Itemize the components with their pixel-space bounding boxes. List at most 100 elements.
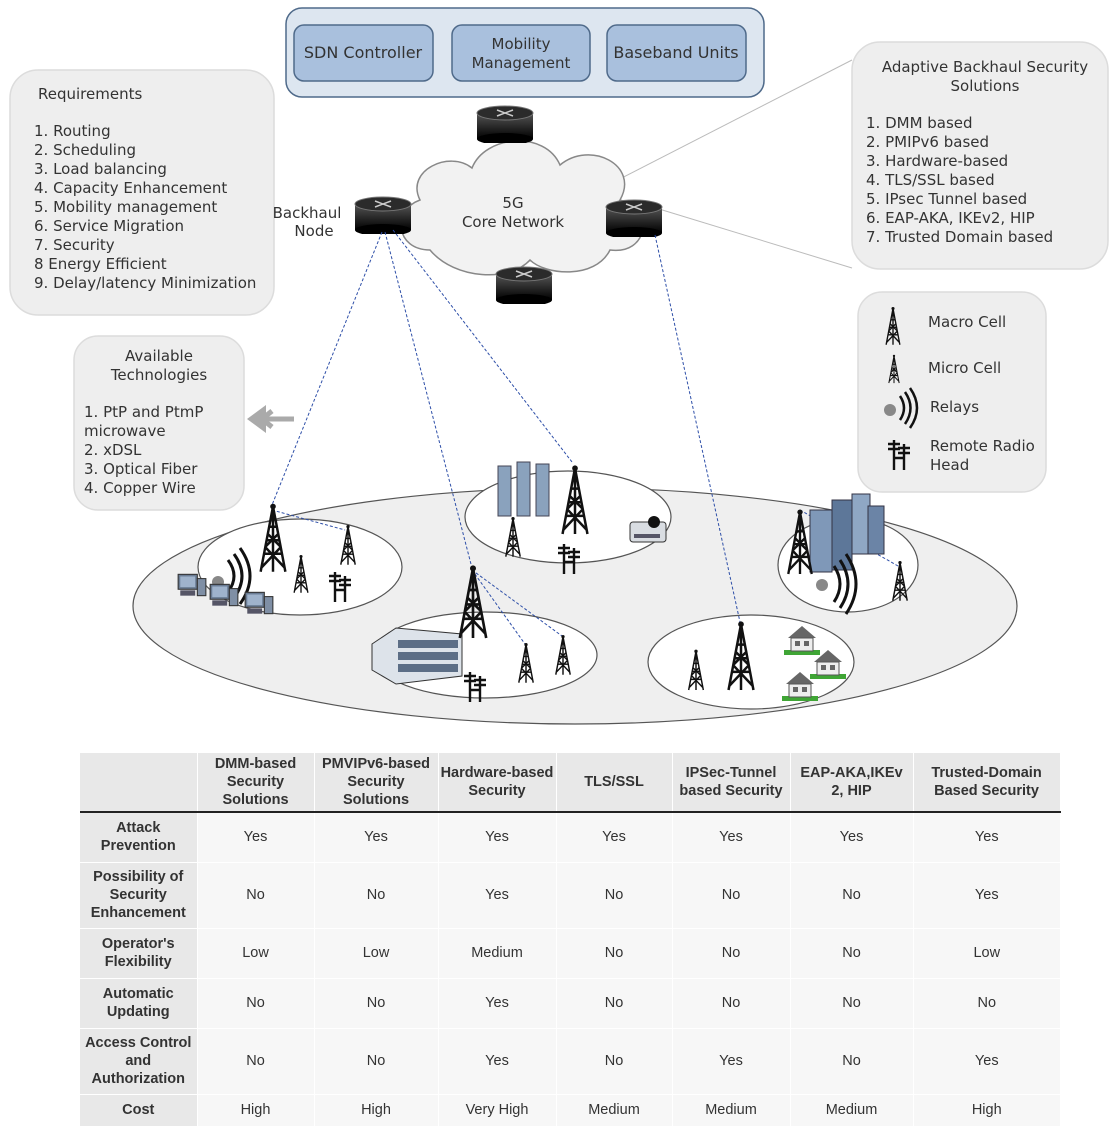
requirement-item: 1. Routing <box>34 122 111 140</box>
legend-relays-label: Relays <box>930 398 979 416</box>
legend-micro-label: Micro Cell <box>928 359 1001 377</box>
mobility-line1: Mobility <box>492 35 551 53</box>
legend-rrh-line2: Head <box>930 456 969 474</box>
technology-item: microwave <box>84 422 166 440</box>
arrow-left-icon <box>260 409 294 429</box>
security-solution-item: 1. DMM based <box>866 114 973 132</box>
core-network-cloud <box>400 140 644 276</box>
mobility-management-box <box>451 24 591 82</box>
table-cell: No <box>555 862 672 928</box>
core-line1: 5G <box>502 194 523 212</box>
city-buildings-icon <box>809 493 885 573</box>
table-cell: Medium <box>789 1094 913 1126</box>
sdn-controller-box <box>293 24 434 82</box>
table-cell: Very High <box>437 1094 556 1126</box>
requirement-item: 2. Scheduling <box>34 141 136 159</box>
security-solution-item: 6. EAP-AKA, IKEv2, HIP <box>866 209 1035 227</box>
table-cell: Yes <box>912 862 1060 928</box>
cell-area <box>197 518 403 616</box>
table-cell: No <box>671 928 790 978</box>
technology-item: 1. PtP and PtmP <box>84 403 203 421</box>
table-column-header: Hardware-based Security <box>438 753 557 812</box>
table-cell: Medium <box>555 1094 672 1126</box>
table-cell: Yes <box>437 1028 556 1094</box>
table-cell: High <box>313 1094 438 1126</box>
table-cell: No <box>789 862 913 928</box>
table-cell: No <box>196 978 314 1028</box>
security-solution-item: 3. Hardware-based <box>866 152 1008 170</box>
table-cell: Low <box>912 928 1060 978</box>
row-header: Possibility of Security Enhancement <box>80 862 197 928</box>
security-solutions-panel <box>851 41 1109 270</box>
table-cell: Yes <box>437 812 556 862</box>
skyscraper-icon <box>497 461 550 517</box>
technologies-title-line2: Technologies <box>110 366 208 384</box>
router-icon <box>476 105 534 143</box>
legend-panel <box>857 291 1047 493</box>
technology-item: 4. Copper Wire <box>84 479 196 497</box>
baseband-units-box <box>606 24 747 82</box>
technology-item: 3. Optical Fiber <box>84 460 198 478</box>
relay-icon <box>884 387 919 429</box>
table-cell: Yes <box>437 978 556 1028</box>
table-cell: Yes <box>671 812 790 862</box>
table-cell: Yes <box>912 1028 1060 1094</box>
security-title-line2: Solutions <box>951 77 1020 95</box>
requirement-item: 4. Capacity Enhancement <box>34 179 227 197</box>
table-column-header: Trusted-Domain Based Security <box>913 753 1061 812</box>
security-solution-item: 2. PMIPv6 based <box>866 133 989 151</box>
security-solution-item: 5. IPsec Tunnel based <box>866 190 1027 208</box>
table-cell: No <box>555 1028 672 1094</box>
table-cell: No <box>555 928 672 978</box>
table-cell: No <box>671 978 790 1028</box>
table-cell: No <box>912 978 1060 1028</box>
core-line2: Core Network <box>462 213 564 231</box>
relay-icon <box>816 553 858 615</box>
table-cell: No <box>313 1028 438 1094</box>
requirement-item: 9. Delay/latency Minimization <box>34 274 256 292</box>
table-cell: No <box>313 862 438 928</box>
device-icon <box>629 516 667 543</box>
row-header: Access Control and Authorization <box>80 1028 197 1094</box>
table-cell: Medium <box>671 1094 790 1126</box>
requirement-item: 3. Load balancing <box>34 160 167 178</box>
baseband-units-label: Baseband Units <box>613 43 738 62</box>
technology-item: 2. xDSL <box>84 441 142 459</box>
table-column-header: EAP-AKA,IKEv 2, HIP <box>790 753 914 812</box>
sdn-controller-label: SDN Controller <box>304 43 423 62</box>
table-cell: Low <box>196 928 314 978</box>
table-cell: No <box>555 978 672 1028</box>
table-column-header: PMVIPv6-based Security Solutions <box>314 753 439 812</box>
requirement-item: 6. Service Migration <box>34 217 184 235</box>
technologies-panel <box>73 335 245 511</box>
security-solution-item: 7. Trusted Domain based <box>866 228 1053 246</box>
table-cell: No <box>789 1028 913 1094</box>
table-cell: Yes <box>912 812 1060 862</box>
backhaul-line2: Node <box>294 222 333 240</box>
security-title-line1: Adaptive Backhaul Security <box>882 58 1088 76</box>
table-cell: No <box>671 862 790 928</box>
table-cell: Yes <box>196 812 314 862</box>
row-header: Cost <box>80 1094 197 1126</box>
table-cell: No <box>789 978 913 1028</box>
security-solution-item: 4. TLS/SSL based <box>866 171 995 189</box>
office-building-icon <box>371 627 463 685</box>
table-cell: No <box>196 1028 314 1094</box>
router-icon <box>495 266 553 304</box>
row-header: Automatic Updating <box>80 978 197 1028</box>
table-cell: Yes <box>671 1028 790 1094</box>
table-cell: Yes <box>789 812 913 862</box>
technologies-title-line1: Available <box>125 347 193 365</box>
legend-macro-label: Macro Cell <box>928 313 1006 331</box>
table-column-header: IPSec-Tunnel based Security <box>672 753 791 812</box>
